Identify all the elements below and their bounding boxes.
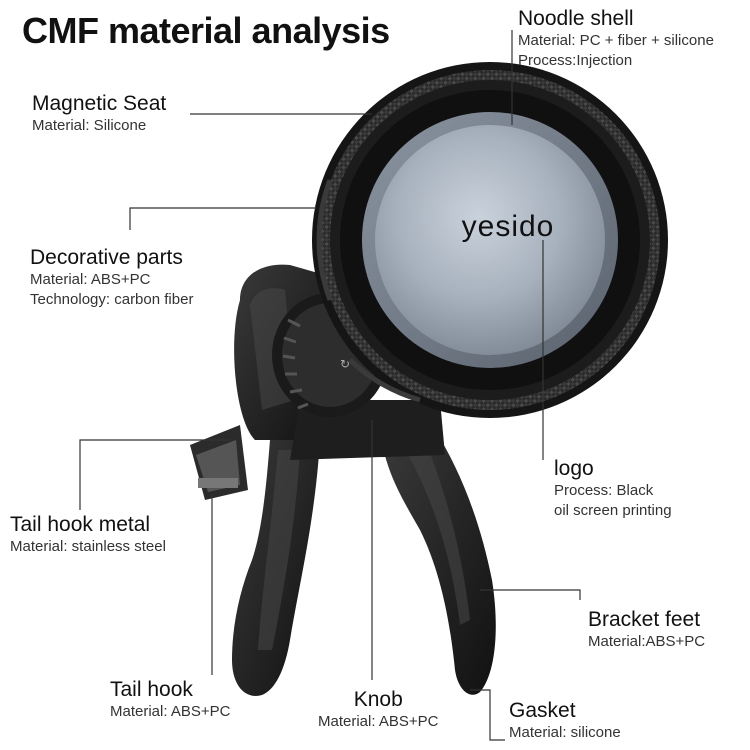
callout-logo: logo Process: Black oil screen printing bbox=[554, 457, 672, 521]
svg-text:↻: ↻ bbox=[340, 357, 350, 371]
callout-line: Material: silicone bbox=[509, 724, 621, 741]
callout-line: Material: Silicone bbox=[32, 117, 147, 134]
callout-line: Material: ABS+PC bbox=[110, 703, 231, 720]
brand-logo-text: yesido bbox=[462, 210, 555, 243]
left-bracket-foot bbox=[232, 440, 320, 696]
leader-gasket bbox=[470, 689, 505, 741]
right-bracket-foot bbox=[380, 430, 496, 695]
callout-knob: Knob Material: ABS+PC bbox=[318, 688, 438, 732]
callout-name: Magnetic Seat bbox=[32, 92, 167, 115]
tail-hook-metal-part bbox=[190, 425, 248, 500]
callout-line: oil screen printing bbox=[554, 502, 672, 519]
callout-name: Tail hook bbox=[110, 678, 193, 701]
callout-tail-hook-metal: Tail hook metal Material: stainless stee… bbox=[10, 513, 166, 557]
callout-name: Knob bbox=[353, 688, 403, 711]
callout-line: Technology: carbon fiber bbox=[30, 291, 194, 308]
callout-name: Tail hook metal bbox=[10, 513, 151, 536]
callout-gasket: Gasket Material: silicone bbox=[509, 699, 621, 743]
page-title: CMF material analysis bbox=[22, 10, 390, 51]
callout-name: Bracket feet bbox=[588, 608, 701, 631]
leader-lines bbox=[79, 30, 581, 741]
callout-line: Material: PC + fiber + silicone bbox=[518, 32, 714, 49]
leader-decorative-parts bbox=[129, 207, 316, 230]
magnetic-puck bbox=[312, 62, 668, 418]
callout-line: Process: Black bbox=[554, 482, 654, 499]
callout-line: Material: ABS+PC bbox=[318, 713, 439, 730]
callout-magnetic-seat: Magnetic Seat Material: Silicone bbox=[32, 92, 166, 136]
callout-tail-hook: Tail hook Material: ABS+PC bbox=[110, 678, 230, 722]
leader-bracket-feet bbox=[480, 589, 581, 600]
leader-tail-hook-metal bbox=[79, 439, 230, 510]
callout-name: Decorative parts bbox=[30, 246, 183, 269]
callout-line: Material:ABS+PC bbox=[588, 633, 706, 650]
callout-bracket-feet: Bracket feet Material:ABS+PC bbox=[588, 608, 705, 652]
callout-decorative-parts: Decorative parts Material: ABS+PC Techno… bbox=[30, 246, 193, 310]
callout-name: Noodle shell bbox=[518, 7, 634, 30]
callout-line: Process:Injection bbox=[518, 52, 633, 69]
callout-noodle-shell: Noodle shell Material: PC + fiber + sili… bbox=[518, 7, 714, 71]
callout-name: logo bbox=[554, 457, 594, 480]
callout-line: Material: ABS+PC bbox=[30, 271, 151, 288]
callout-name: Gasket bbox=[509, 699, 576, 722]
callout-line: Material: stainless steel bbox=[10, 538, 166, 555]
